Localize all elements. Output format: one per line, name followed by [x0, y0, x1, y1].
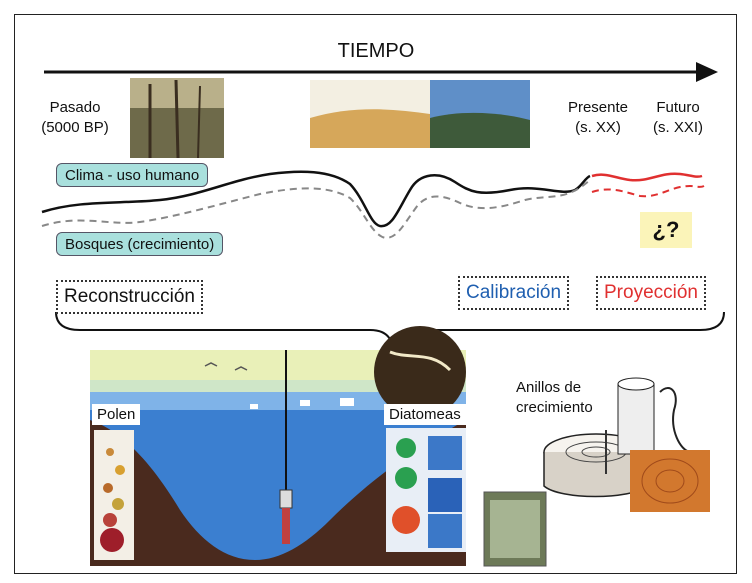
present-label: Presente (s. XX) [558, 98, 638, 138]
calibration-box: Calibración [458, 276, 570, 310]
diatoms-label: Diatomeas [384, 404, 466, 425]
past-label: Pasado (5000 BP) [30, 98, 120, 138]
present-label-line2: (s. XX) [575, 119, 621, 136]
rings-label-line1: Anillos de [516, 379, 582, 396]
past-forest-photo [130, 78, 224, 159]
projection-forest-curve [591, 184, 705, 198]
projection-climate-curve [591, 172, 703, 182]
reconstruction-box: Reconstrucción [56, 280, 203, 314]
climate-tag: Clima - uso humano [56, 163, 209, 187]
forest-photo-detail [490, 500, 540, 558]
time-title: TIEMPO [337, 40, 415, 62]
climate-curve [41, 170, 591, 228]
past-label-line2: (5000 BP) [41, 119, 109, 136]
question-box: ¿? [640, 212, 692, 248]
forest-tag: Bosques (crecimiento) [56, 232, 224, 256]
dry-landscape-photo [310, 80, 430, 148]
present-label-line1: Presente [567, 99, 629, 116]
tree-stump-illustration [543, 377, 710, 512]
time-arrow-head [696, 62, 718, 82]
pollen-strip [94, 430, 134, 560]
future-label-line1: Futuro [656, 99, 700, 116]
tree-ring-photo [630, 450, 710, 512]
pollen-label: Polen [92, 404, 141, 425]
future-label: Futuro (s. XXI) [640, 98, 716, 138]
figure-frame [14, 14, 737, 574]
future-label-line2: (s. XXI) [652, 119, 703, 136]
reforested-landscape-photo [430, 80, 530, 148]
past-label-line1: Pasado [49, 99, 101, 116]
forest-curve [41, 179, 591, 240]
rings-label-line2: crecimiento [516, 399, 593, 416]
rings-label: Anillos de crecimiento [516, 378, 593, 418]
diatom-grid [386, 428, 466, 552]
projection-box: Proyección [596, 276, 706, 310]
